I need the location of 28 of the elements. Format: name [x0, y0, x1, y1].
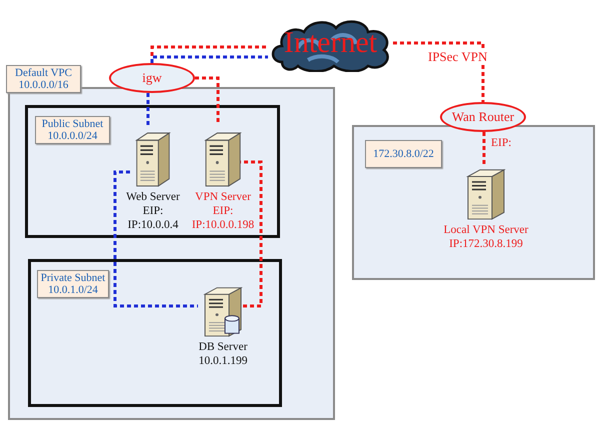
dashed-connector — [114, 170, 198, 308]
ip-label: EIP: — [491, 136, 512, 150]
subnet-label: Public Subnet 10.0.0.0/24 — [35, 116, 110, 144]
network-region — [28, 259, 282, 407]
subnet-label: Private Subnet 10.0.1.0/24 — [37, 270, 109, 298]
server-text: EIP: — [212, 204, 234, 218]
server-text: Web Server — [126, 190, 180, 204]
cloud-label: Internet — [282, 27, 378, 59]
gateway-name: igw — [142, 70, 162, 86]
dashed-connector — [393, 42, 484, 102]
server-text: IP:10.0.0.4 — [128, 218, 178, 232]
server-text: DB Server — [198, 340, 248, 354]
server-text: IP:172.30.8.199 — [449, 237, 523, 251]
server-text: EIP: — [142, 204, 164, 218]
server-text: IP:10.0.0.198 — [192, 218, 254, 232]
dashed-connector — [195, 76, 220, 125]
server-text: 10.0.1.199 — [198, 354, 248, 368]
dashed-connector — [482, 132, 486, 165]
network-region — [25, 105, 280, 238]
server-text: VPN Server — [195, 190, 251, 204]
subnet-label: 172.30.8.0/22 — [365, 140, 442, 168]
network-region — [352, 125, 595, 280]
dashed-connector — [150, 56, 268, 63]
dashed-connector — [146, 93, 150, 125]
subnet-label: Default VPC 10.0.0.0/16 — [6, 65, 81, 93]
gateway-name: Wan Router — [452, 109, 514, 125]
server-text: Local VPN Server — [444, 223, 528, 237]
edge-label: IPSec VPN — [428, 49, 488, 65]
